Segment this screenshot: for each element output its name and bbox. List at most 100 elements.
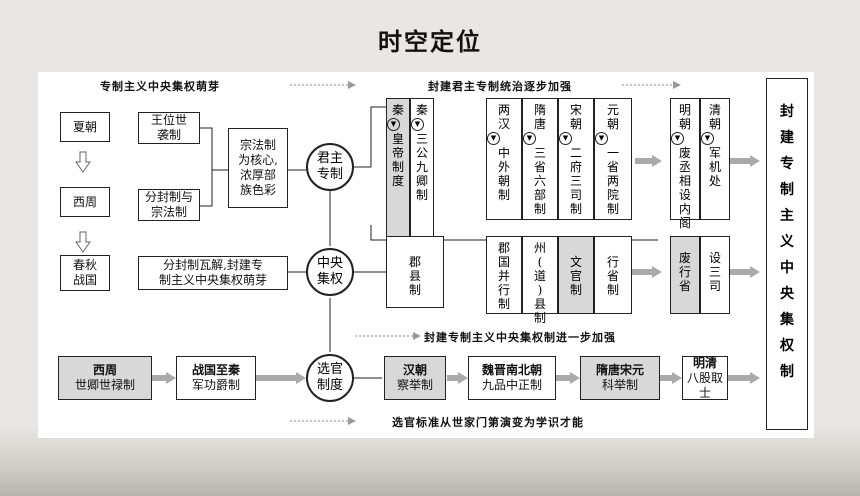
fenfeng-box: 分封制与宗法制 <box>138 189 200 221</box>
selection-box-0: 西周世卿世禄制 <box>58 356 152 400</box>
selection-period-3: 魏晋南北朝 <box>481 363 542 377</box>
zongfa-box: 宗法制为核心,浓厚部族色彩 <box>228 128 288 208</box>
top-col-5-period: 元朝 <box>606 103 619 131</box>
wajie-line-2: 制主义中央集权萌芽 <box>158 273 267 287</box>
mid-junguo: 郡国并行制 <box>486 236 522 314</box>
top-col-0-period: 秦 <box>391 103 404 117</box>
top-col-0-system: 皇帝制度 <box>391 132 404 188</box>
zhanguo-label: 战国 <box>72 273 97 287</box>
band-label-bottom: 选官标准从世家门第演变为学识才能 <box>392 416 584 429</box>
circle-junzhu: 君主专制 <box>306 143 354 191</box>
zhongyang-line-2: 集权 <box>316 272 343 287</box>
down-arrow-icon: ▼ <box>387 118 400 131</box>
top-col-3-period: 隋唐 <box>533 103 546 131</box>
selection-period-2: 汉朝 <box>402 363 427 377</box>
down-arrow-icon: ▼ <box>671 132 684 145</box>
top-col-4-period: 宋朝 <box>569 103 582 131</box>
mid-shesan-text: 设三司 <box>708 251 721 293</box>
top-col-7-period: 清朝 <box>708 103 721 131</box>
circle-zhongyang: 中央集权 <box>306 248 354 296</box>
top-col-7: 清朝▼军机处 <box>700 98 730 220</box>
mid-junguo-text: 郡国并行制 <box>497 241 510 311</box>
top-col-5-system: 一省两院制 <box>606 146 619 216</box>
wangwei-box: 王位世袭制 <box>138 112 200 144</box>
top-col-3: 隋唐▼三省六部制 <box>522 98 558 220</box>
selection-box-1: 战国至秦军功爵制 <box>176 356 256 400</box>
selection-system-1: 军功爵制 <box>191 378 240 392</box>
mid-zhou: 州(道)县制 <box>522 236 558 325</box>
top-col-0: 秦▼皇帝制度 <box>386 98 410 238</box>
selection-system-3: 九品中正制 <box>481 378 542 392</box>
top-col-7-system: 军机处 <box>708 146 721 188</box>
top-col-0-text: 秦▼皇帝制度 <box>387 103 409 188</box>
page-title: 时空定位 <box>378 27 482 56</box>
xia-dynasty-box: 夏朝 <box>60 112 110 142</box>
selection-system-0: 世卿世禄制 <box>74 378 135 392</box>
mid-junxian: 郡县制 <box>386 236 444 308</box>
band-label-top-right: 封建君主专制统治逐步加强 <box>428 80 572 93</box>
selection-period-0: 西周 <box>92 363 117 377</box>
top-col-5-text: 元朝▼一省两院制 <box>595 103 631 216</box>
selection-system-4: 科举制 <box>601 378 638 392</box>
top-col-1-period: 秦 <box>415 103 428 117</box>
top-col-2-system: 中外朝制 <box>497 146 510 202</box>
zongfa-line-1: 宗法制 <box>239 138 276 152</box>
xizhou-box: 西周 <box>60 187 110 217</box>
wangwei-line-1: 王位世 <box>150 113 187 127</box>
top-col-1-system: 三公九卿制 <box>415 132 428 202</box>
top-col-6-text: 明朝▼废丞相设内阁 <box>671 103 699 230</box>
down-arrow-icon: ▼ <box>523 132 536 145</box>
mid-junxian-text: 郡县制 <box>408 255 421 297</box>
down-arrow-icon: ▼ <box>701 132 714 145</box>
mid-wenguan: 文官制 <box>558 236 594 314</box>
top-col-3-system: 三省六部制 <box>533 146 546 216</box>
down-arrow-icon: ▼ <box>595 132 608 145</box>
top-col-2-text: 两汉▼中外朝制 <box>487 103 521 202</box>
top-col-4-text: 宋朝▼二府三司制 <box>559 103 593 216</box>
mid-feixing: 废行省 <box>670 236 700 314</box>
top-col-3-text: 隋唐▼三省六部制 <box>523 103 557 216</box>
top-col-2-period: 两汉 <box>497 103 510 131</box>
top-col-4-system: 二府三司制 <box>569 146 582 216</box>
zongfa-line-4: 族色彩 <box>239 183 276 197</box>
mid-xingsheng: 行省制 <box>594 236 632 314</box>
selection-box-5: 明清八股取士 <box>682 356 728 400</box>
chunqiu-label: 春秋 <box>72 258 97 272</box>
right-summary-column: 封建专制主义中央集权制 <box>766 78 808 430</box>
selection-system-5: 八股取士 <box>686 370 723 400</box>
wajie-line-1: 分封制瓦解,封建专 <box>163 258 263 272</box>
selection-period-5: 明清 <box>692 355 717 370</box>
selection-box-2: 汉朝察举制 <box>384 356 446 400</box>
selection-period-1: 战国至秦 <box>191 363 240 377</box>
mid-xingsheng-text: 行省制 <box>606 255 619 297</box>
zongfa-line-3: 浓厚部 <box>239 168 276 182</box>
down-arrow-icon: ▼ <box>487 132 500 145</box>
zongfa-line-2: 为核心, <box>238 153 278 167</box>
top-col-2: 两汉▼中外朝制 <box>486 98 522 220</box>
top-col-6: 明朝▼废丞相设内阁 <box>670 98 700 230</box>
top-col-6-system: 废丞相设内阁 <box>678 146 691 230</box>
mid-feixing-text: 废行省 <box>678 251 691 293</box>
selection-system-2: 察举制 <box>396 378 433 392</box>
mid-zhou-text: 州(道)县制 <box>533 241 546 325</box>
fenfeng-line-2: 宗法制 <box>150 205 187 219</box>
xizhou-label: 西周 <box>72 194 97 209</box>
selection-box-4: 隋唐宋元科举制 <box>580 356 660 400</box>
selection-period-4: 隋唐宋元 <box>595 363 644 377</box>
top-col-5: 元朝▼一省两院制 <box>594 98 632 220</box>
top-col-7-text: 清朝▼军机处 <box>701 103 729 188</box>
top-col-1-text: 秦▼三公九卿制 <box>411 103 433 202</box>
circle-xuanguan: 选官制度 <box>306 354 354 402</box>
selection-box-3: 魏晋南北朝九品中正制 <box>468 356 556 400</box>
top-col-4: 宋朝▼二府三司制 <box>558 98 594 220</box>
xuanguan-line-2: 制度 <box>316 378 343 393</box>
top-col-6-period: 明朝 <box>678 103 691 131</box>
band-label-top-left: 专制主义中央集权萌芽 <box>100 80 220 93</box>
xia-dynasty-label: 夏朝 <box>72 119 97 134</box>
junzhu-line-2: 专制 <box>316 167 343 182</box>
xuanguan-line-1: 选官 <box>316 362 343 377</box>
fenfeng-line-1: 分封制与 <box>144 190 193 204</box>
right-summary-text: 封建专制主义中央集权制 <box>780 104 794 380</box>
top-col-1: 秦▼三公九卿制 <box>410 98 434 238</box>
wajie-box: 分封制瓦解,封建专制主义中央集权萌芽 <box>138 256 288 290</box>
